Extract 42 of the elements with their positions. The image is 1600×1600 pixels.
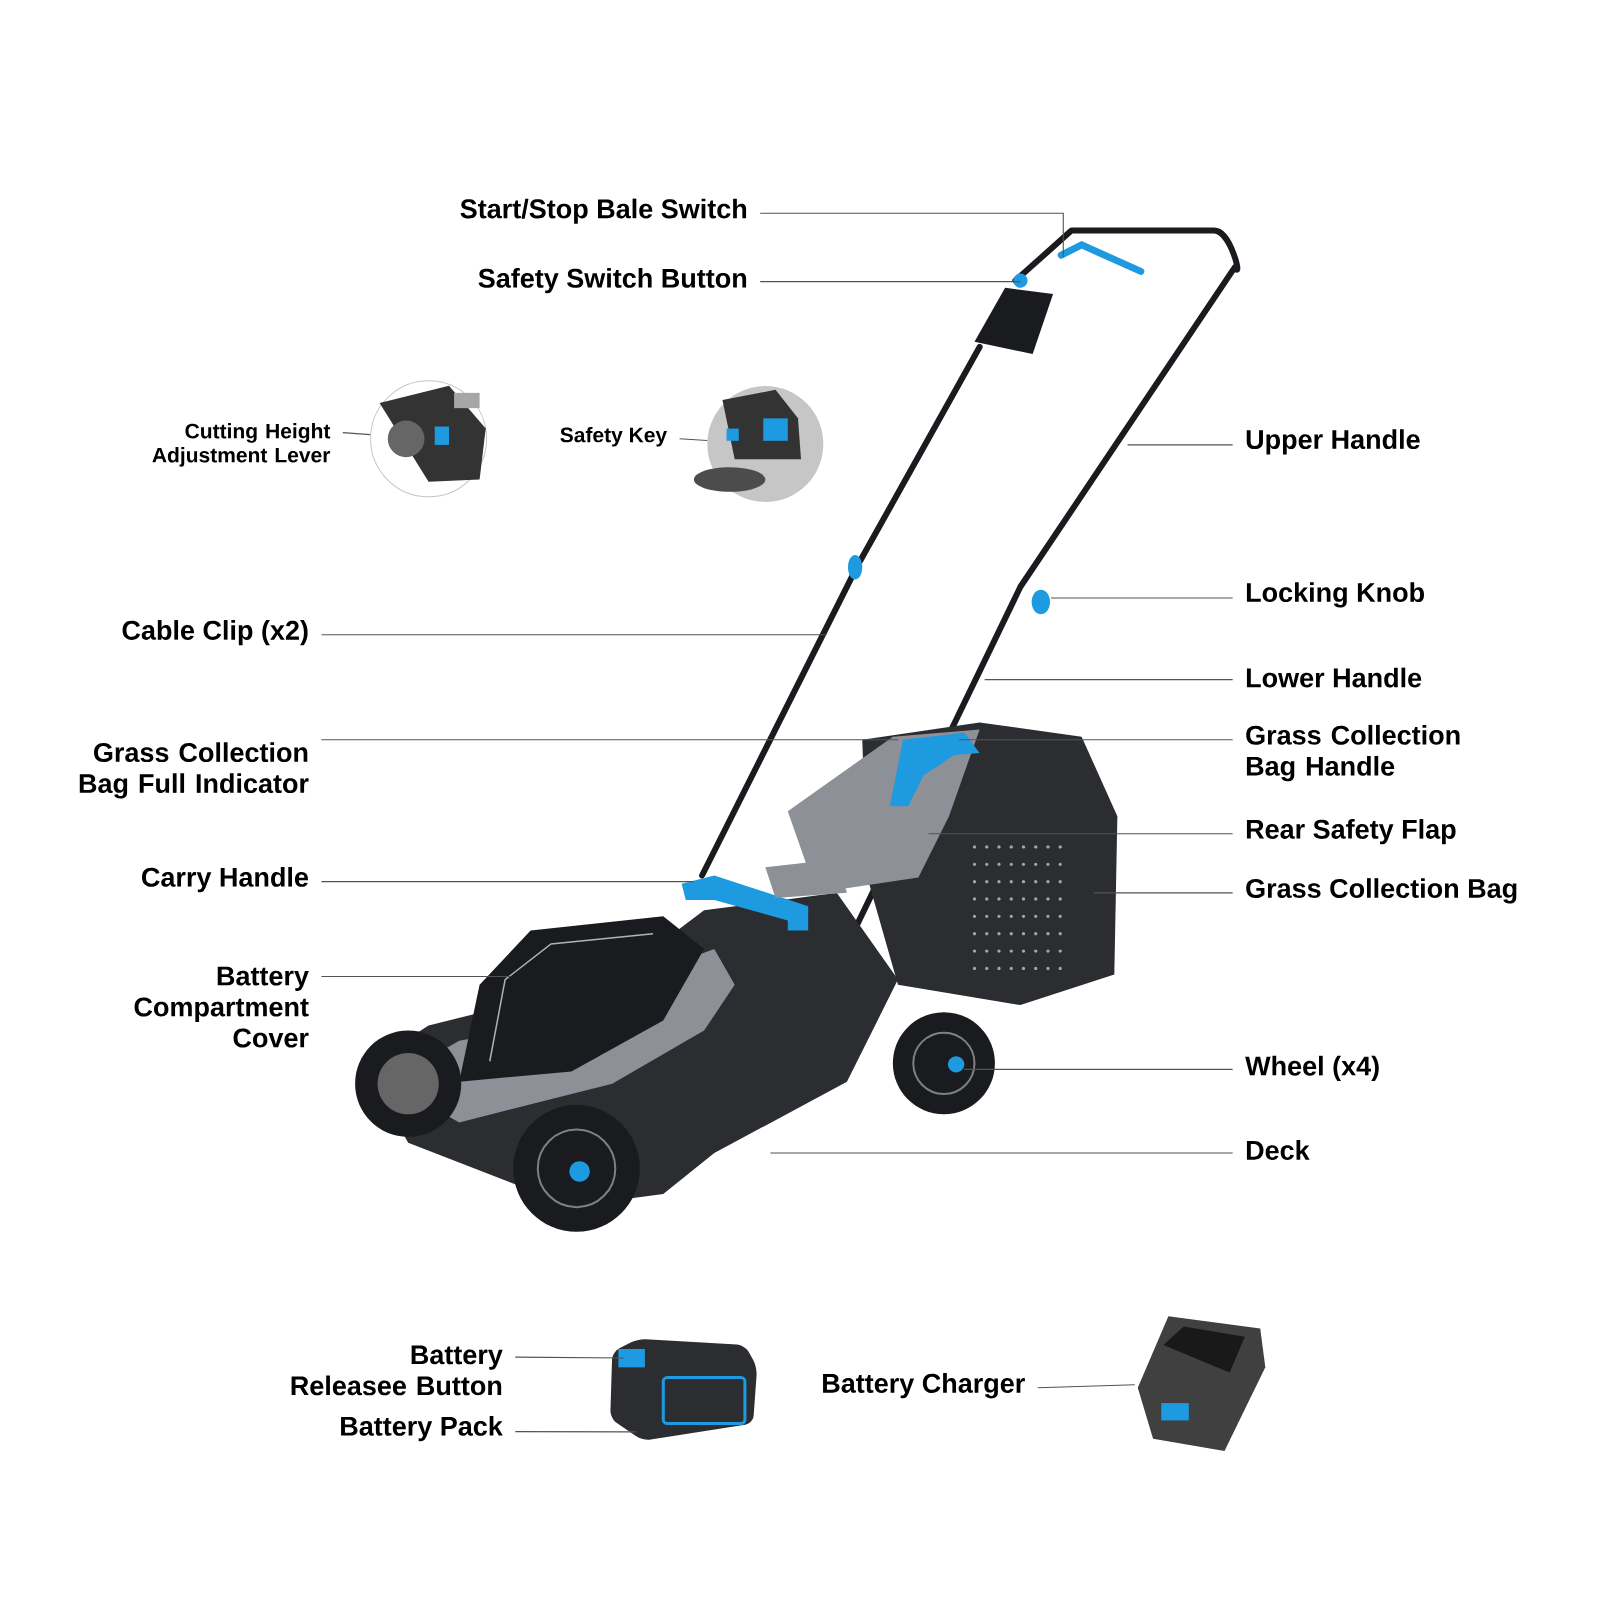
part-label: Battery Pack — [341, 1416, 503, 1442]
leader-line — [320, 739, 899, 741]
leader-line — [984, 679, 1234, 681]
leader-line — [759, 281, 1021, 283]
inset-photo — [693, 385, 824, 502]
part-label: Battery Releasee Button — [291, 1345, 503, 1396]
part-label: Wheel (x4) — [1245, 1055, 1379, 1081]
leader-line — [759, 212, 1064, 258]
leader-line — [320, 976, 511, 978]
part-label: Locking Knob — [1246, 582, 1424, 608]
leader-line — [1037, 1384, 1136, 1389]
part-label: Carry Handle — [142, 867, 309, 893]
leader-line — [963, 1068, 1234, 1070]
inset-photo — [370, 380, 488, 498]
leader-line — [679, 438, 708, 441]
part-label: Battery Compartment Cover — [134, 966, 309, 1048]
part-label: Grass Collection Bag Handle — [1246, 724, 1460, 782]
leader-line — [769, 1152, 1234, 1154]
part-label: Safety Switch Button — [478, 268, 747, 294]
part-label: Lower Handle — [1246, 667, 1422, 688]
battery-pack-drawing — [610, 1339, 757, 1440]
leader-line — [928, 833, 1234, 835]
part-label: Start/Stop Bale Switch — [460, 198, 747, 224]
leader-line — [1093, 892, 1234, 894]
part-label: Grass Collection Bag Full Indicator — [79, 742, 309, 799]
leader-line — [320, 881, 695, 883]
battery-charger-drawing — [1137, 1316, 1266, 1452]
leader-line — [514, 1356, 625, 1359]
part-label: Upper Handle — [1246, 429, 1420, 455]
part-label: Grass Collection Bag — [1246, 878, 1517, 904]
leader-line — [958, 739, 1234, 741]
leader-line — [1050, 597, 1234, 599]
leader-line — [1127, 444, 1234, 446]
part-label: Battery Charger — [823, 1373, 1025, 1399]
part-label: Cable Clip (x2) — [122, 620, 308, 646]
leader-line — [342, 432, 371, 436]
part-label: Deck — [1246, 1140, 1310, 1160]
part-label: Cutting Height Adjustment Lever — [152, 423, 331, 467]
part-label: Rear Safety Flap — [1246, 819, 1456, 845]
part-label: Safety Key — [560, 426, 667, 447]
leader-line — [320, 634, 828, 636]
leader-line — [514, 1431, 637, 1433]
